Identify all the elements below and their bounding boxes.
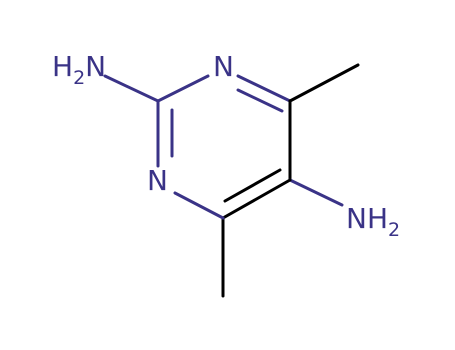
atom-ring-n-top: N: [213, 50, 234, 83]
atom-ring-n-left: N: [147, 164, 168, 197]
bond-c5-c4: [221, 178, 292, 220]
bond-c2-n1: [156, 74, 210, 103]
bond-n1-c6: [236, 74, 292, 103]
atom-amine-left: H2N: [52, 50, 106, 89]
bond-c5-nh2: [288, 178, 344, 207]
atom-labels: H2N N N NH2: [52, 50, 400, 241]
bond-c6-methyl: [288, 63, 360, 103]
atom-amine-right: NH2: [346, 202, 400, 241]
bond-c2-nh2: [103, 74, 160, 103]
bond-lines: [103, 63, 360, 298]
bond-c5-c4-inner: [223, 168, 282, 203]
bond-c4-n3: [173, 191, 225, 220]
bond-n1-c6-inner: [236, 88, 284, 113]
